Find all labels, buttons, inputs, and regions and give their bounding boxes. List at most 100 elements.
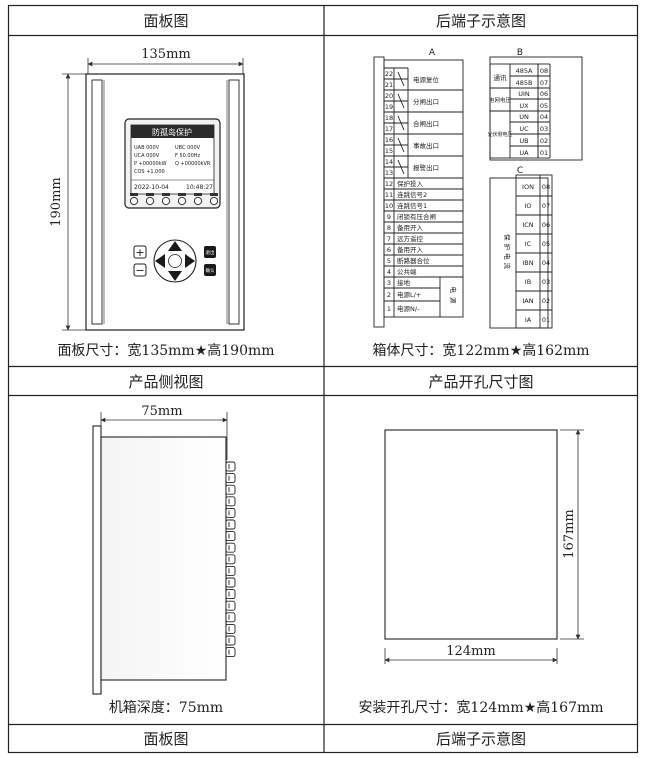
side-depth-dim: 75mm [141, 404, 182, 419]
key-right[interactable] [185, 254, 195, 268]
signal-label: UC [519, 125, 529, 133]
terminal-num: 04 [540, 113, 548, 121]
terminal-tooth [225, 507, 236, 518]
terminal-num: 20 [385, 92, 393, 100]
terminal-num: 05 [540, 102, 548, 110]
key-up[interactable] [168, 241, 182, 251]
signal-label: ION [522, 183, 534, 191]
reading-cos: COS +1.000 [134, 169, 165, 175]
terminal-num: 12 [385, 180, 393, 188]
key-down[interactable] [168, 271, 182, 281]
terminal-num: 07 [540, 79, 548, 87]
key-confirm[interactable] [204, 264, 216, 276]
relay-label: 电源复位 [413, 75, 440, 84]
terminal-tooth [225, 612, 236, 623]
group-b-title: B [517, 48, 523, 58]
header-panel-bottom: 面板图 [143, 730, 188, 748]
signal-label: IB [525, 278, 531, 286]
input-label: 断路器合位 [397, 256, 430, 265]
signal-label: UN [519, 113, 529, 121]
input-label: 备用开入 [397, 245, 424, 254]
terminal-tooth [225, 600, 236, 611]
terminal-tooth [225, 519, 236, 530]
power-label: 电源N/- [397, 304, 420, 313]
b-group-label: 通讯 [494, 73, 508, 82]
panel-width-dim: 135mm [141, 47, 190, 62]
header-rear-terminals-bottom: 后端子示意图 [436, 730, 526, 748]
terminal-num: 1 [387, 305, 391, 313]
terminal-num: 13 [385, 169, 393, 177]
reading-uab: UAB 000V [134, 145, 160, 151]
terminal-num: 17 [385, 125, 393, 133]
header-cutout: 产品开孔尺寸图 [428, 373, 533, 391]
input-label: 备用开入 [397, 223, 424, 232]
screen-title: 防孤岛保护 [152, 127, 192, 137]
input-label: 公共端 [397, 267, 417, 276]
reading-ubc: UBC 000V [175, 145, 201, 151]
terminal-tooth [225, 461, 236, 472]
terminal-num: 08 [542, 183, 550, 191]
signal-label: IBN [522, 259, 533, 267]
plus-icon: + [135, 246, 144, 259]
input-label: 连跳信号1 [397, 201, 427, 210]
group-c-title: C [517, 166, 523, 176]
key-plus[interactable] [133, 245, 147, 259]
terminal-tooth [225, 554, 236, 565]
terminal-num: 2 [387, 291, 391, 299]
terminal-num: 4 [387, 268, 391, 276]
terminal-num: 06 [542, 221, 550, 229]
signal-label: 485A [516, 67, 533, 75]
power-label: 电源L/+ [397, 290, 421, 299]
panel-drawing: 135mm 190mm 防孤岛保护 UAB 000V UBC 000V UCA … [49, 47, 275, 359]
b-group-label: 光伏侧电压 [487, 131, 512, 138]
rear-terminal-diagram [373, 56, 583, 329]
terminal-num: 04 [542, 259, 550, 267]
key-minus[interactable] [133, 263, 147, 277]
c-group-label: 保护电流 [503, 234, 512, 272]
terminal-tooth [225, 565, 236, 576]
input-label: 保护投入 [397, 179, 424, 188]
input-label: 闭锁有压合闸 [397, 212, 436, 221]
terminal-tooth [225, 647, 236, 658]
terminal-tooth [225, 531, 236, 542]
power-label: 接地 [397, 278, 411, 287]
terminal-num: 03 [540, 125, 548, 133]
relay-label: 合闸出口 [413, 119, 439, 128]
signal-label: IA [525, 316, 532, 324]
terminal-num: 01 [542, 316, 550, 324]
terminal-num: 18 [385, 114, 393, 122]
terminal-num: 5 [387, 257, 391, 265]
terminal-tooth [225, 484, 236, 495]
key-confirm-label: 确认 [206, 267, 215, 274]
terminal-tooth [225, 577, 236, 588]
reading-q: Q +00000kVR [175, 161, 211, 167]
terminal-num: 15 [385, 147, 393, 155]
signal-label: 485B [516, 79, 533, 87]
cutout-width-dim: 124mm [446, 644, 495, 659]
terminal-num: 21 [385, 81, 393, 89]
power-group-label: 电源 [449, 287, 458, 308]
terminal-num: 05 [542, 240, 550, 248]
side-view-drawing: 75mm 机箱深度：75mm [92, 404, 236, 716]
key-left[interactable] [155, 254, 165, 268]
input-label: 远方遥控 [397, 234, 424, 243]
panel-height-dim: 190mm [49, 177, 64, 226]
terminal-num: 14 [385, 158, 393, 166]
relay-label: 事故出口 [413, 141, 439, 150]
reading-f: F 50.00Hz [175, 153, 201, 159]
cutout-height-dim: 167mm [562, 509, 577, 558]
reading-p: P +00000kW [134, 161, 167, 167]
signal-label: UIN [518, 90, 530, 98]
terminal-tooth [225, 473, 236, 484]
terminal-num: 8 [387, 224, 391, 232]
key-exit[interactable] [204, 246, 216, 258]
terminal-num: 11 [385, 191, 393, 199]
signal-label: IAN [522, 297, 533, 305]
key-exit-label: 退出 [206, 249, 215, 256]
signal-label: IO [524, 202, 531, 210]
header-side-view: 产品侧视图 [128, 373, 203, 391]
table-grid [7, 4, 639, 754]
input-label: 连跳信号2 [397, 190, 427, 199]
relay-label: 分闸出口 [413, 97, 439, 106]
